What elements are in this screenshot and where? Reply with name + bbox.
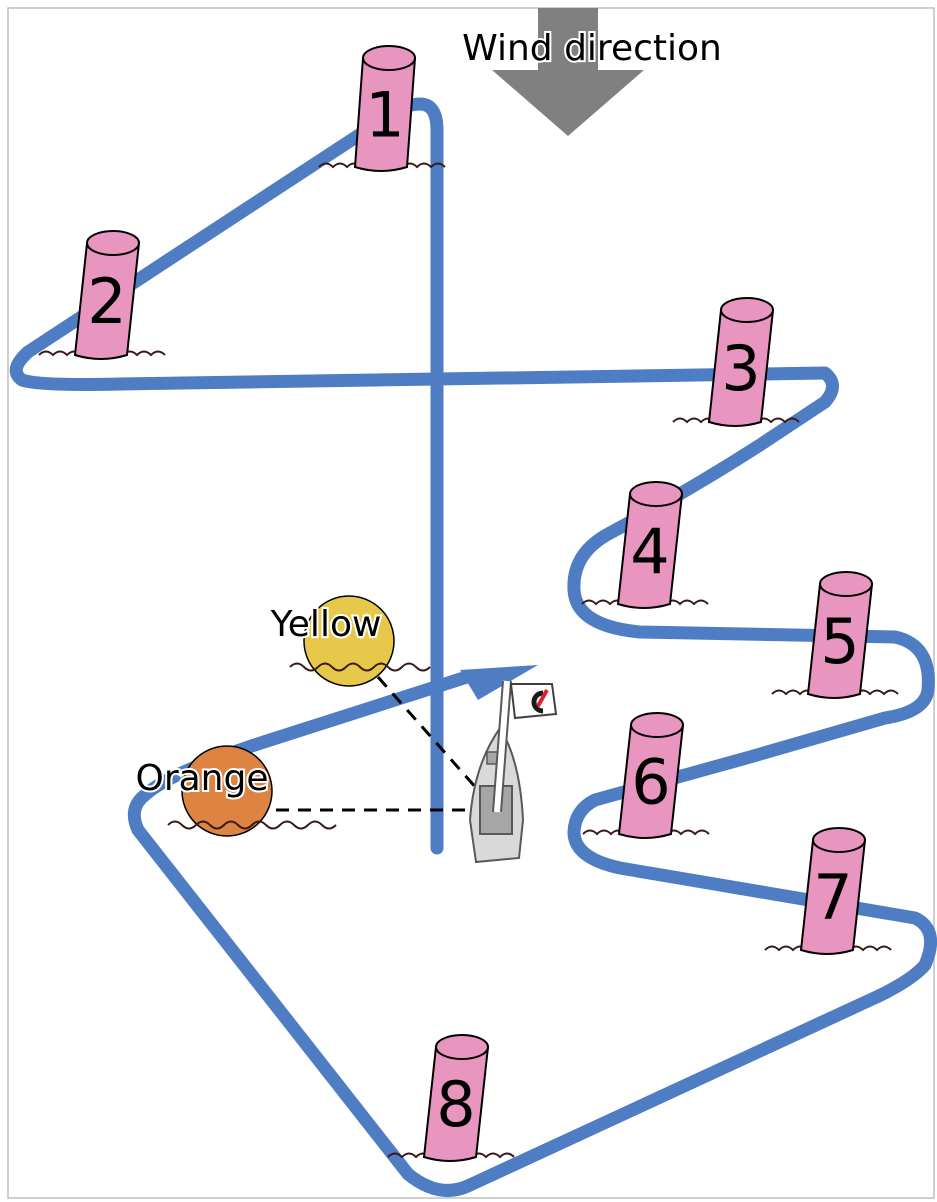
buoy-top <box>812 827 866 853</box>
buoy-body <box>707 309 775 427</box>
buoy-group: 1 2 3 4 5 6 7 8 <box>38 45 899 1162</box>
buoy-top <box>362 45 416 71</box>
buoy-4: 4 <box>581 481 709 609</box>
buoy-number-1: 1 <box>365 79 404 152</box>
buoy-5: 5 <box>771 571 899 699</box>
buoy-top <box>435 1034 489 1060</box>
buoy-body <box>353 57 417 172</box>
wind-label: Wind direction <box>462 28 722 69</box>
orange-label: Orange <box>135 758 268 799</box>
reference-mark-yellow: Yellow <box>268 595 431 687</box>
buoy-2: 2 <box>38 230 166 360</box>
reference-mark-orange: Orange <box>133 745 337 837</box>
yellow-waves <box>289 662 431 672</box>
buoy-top <box>629 481 683 507</box>
buoy-body <box>616 493 684 609</box>
diagram-frame <box>7 7 935 1199</box>
buoy-body <box>617 724 685 839</box>
buoy-number-4: 4 <box>630 515 669 588</box>
buoy-number-5: 5 <box>820 605 859 678</box>
sailboat-icon <box>468 680 525 864</box>
buoy-body <box>73 242 141 360</box>
orange-mark <box>181 745 273 837</box>
buoy-6: 6 <box>582 712 710 839</box>
buoy-top <box>819 571 873 597</box>
course-path <box>9 97 937 1197</box>
sight-line-yellow <box>376 676 480 791</box>
buoy-body <box>422 1046 490 1162</box>
sight-lines <box>276 676 480 812</box>
wind-arrow-icon <box>492 8 644 136</box>
buoy-number-7: 7 <box>813 861 852 934</box>
buoy-number-2: 2 <box>87 265 126 338</box>
buoy-number-8: 8 <box>436 1068 475 1141</box>
buoy-7: 7 <box>764 827 892 955</box>
buoy-body <box>799 839 867 955</box>
buoy-number-6: 6 <box>631 746 670 819</box>
buoy-top <box>630 712 684 738</box>
flag-logo-slash <box>536 689 549 707</box>
buoy-top <box>720 297 774 323</box>
flag-logo-ring <box>531 690 544 714</box>
yellow-label: Yellow <box>270 604 382 645</box>
course-arrowhead <box>460 665 538 700</box>
buoy-1: 1 <box>318 45 446 172</box>
buoy-body <box>806 583 874 699</box>
buoy-top <box>86 230 140 256</box>
boat-mast <box>492 680 512 813</box>
buoy-8: 8 <box>387 1034 515 1162</box>
buoy-number-3: 3 <box>721 332 760 405</box>
orange-waves <box>167 820 337 830</box>
flag-logo-icon <box>509 683 558 720</box>
buoy-3: 3 <box>672 297 800 427</box>
